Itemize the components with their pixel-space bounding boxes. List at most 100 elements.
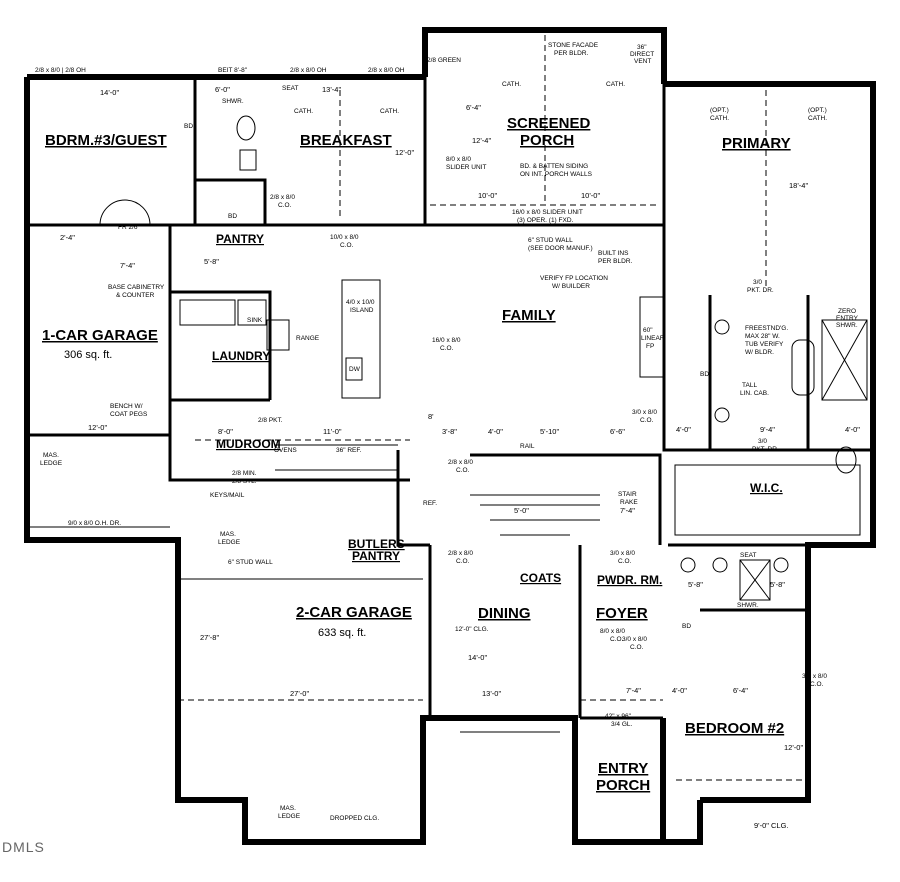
note-green: 2/8 GREEN [427,57,461,64]
room-pantry: PANTRY [216,232,264,246]
dim-5-0: 5'-0" [514,506,529,515]
note-co-310-foyer-1: 3/0 x 8/0 [622,636,647,643]
exterior-walls [24,27,876,845]
note-range: RANGE [296,335,320,342]
dim-4-0: 4'-0" [488,427,503,436]
note-direct-vent-2: DIRECT [630,51,654,58]
note-batten-2: ON INT. PORCH WALLS [520,171,593,178]
room-butlers-pantry-2: PANTRY [352,549,400,563]
note-stud6: 6" STUD WALL [228,559,273,566]
dim-10-0b: 10'-0" [581,191,600,200]
toilet [236,115,256,141]
note-mas-ledge-left-2: LEDGE [40,460,63,467]
range [266,319,290,351]
interior-walls [27,77,873,720]
note-dropped-clg: DROPPED CLG. [330,815,379,822]
note-base-cab-2: & COUNTER [116,292,155,299]
note-min-stl-1: 2/8 MIN. [232,470,257,477]
dim-27-8: 27'-8" [200,633,219,642]
room-entry-porch-1: ENTRY [598,760,648,777]
note-verify-fp-2: W/ BUILDER [552,283,590,290]
toilet [835,446,857,474]
note-ohdr-small: 9/0 x 8/0 O.H. DR. [68,520,121,527]
note-slider3-2: (3) OPER. (1) FXD. [517,217,574,224]
note-zero-entry-3: SHWR. [836,322,858,329]
note-min-stl-2: 2/8 STL. [232,478,257,485]
sink-bowl [712,557,728,573]
room-screened-porch-2: PORCH [520,132,574,149]
note-slider-1: 8/0 x 8/0 [446,156,471,163]
note-mas-ledge-bot-2: LEDGE [278,813,301,820]
note-co-1010-2: C.O. [340,242,354,249]
room-bedroom2: BEDROOM #2 [685,720,784,737]
note-seat-bath: SEAT [740,552,757,559]
dim-5-8c: 5'-8" [770,580,785,589]
sink-bowl [680,557,696,573]
sink-bowl [773,557,789,573]
dim-27-0: 27'-0" [290,689,309,698]
note-verify-fp-1: VERIFY FP LOCATION [540,275,608,282]
note-direct-vent-1: 36" [637,44,647,51]
dim-13-0: 13'-0" [482,689,501,698]
freestanding-tub [791,339,815,396]
note-co-1010-1: 10/0 x 8/0 [330,234,359,241]
dim-6-4b: 6'-4" [733,686,748,695]
watermark: DMLS [2,839,45,855]
dim-2-4: 2'-4" [60,233,75,242]
dim-12-0b: 12'-0" [88,423,107,432]
dim-8-0: 8'-0" [218,427,233,436]
ceiling-lines [178,35,808,781]
note-top-ohdr-mid1: BEIT 8'-8" [218,67,248,74]
dim-12-4: 12'-4" [472,136,491,145]
room-bdrm3: BDRM.#3/GUEST [45,132,167,149]
two-car-garage-area: 633 sq. ft. [318,627,366,639]
room-foyer: FOYER [596,605,648,622]
note-bd-3: BD [700,371,709,378]
room-one-car-garage: 1-CAR GARAGE [42,327,158,344]
note-co-310-bed-2: C.O. [810,681,824,688]
note-foyer-co-2: C.O. [610,636,624,643]
dim-9-0-clg: 9'-0" CLG. [754,821,789,830]
room-wic: W.I.C. [750,481,783,495]
note-rail: RAIL [520,443,535,450]
dim-7-4b: 7'-4" [620,506,635,515]
room-mudroom: MUDROOM [216,437,281,451]
note-ref: REF. [423,500,437,507]
dim-13-4: 13'-4" [322,85,341,94]
note-linear-fp-1: 60" [643,327,653,334]
note-bench-2: COAT PEGS [110,411,148,418]
note-co-28-1: 2/8 x 8/0 [270,194,295,201]
dim-8: 8' [428,412,434,421]
one-car-garage-area: 306 sq. ft. [64,349,112,361]
note-co-310-fam-2: C.O. [640,417,654,424]
dim-12-0c: 12'-0" [784,743,803,752]
note-co-310-foyer-2: C.O. [630,644,644,651]
room-butlers-pantry-1: BUTLERS [348,537,405,551]
dim-6-0: 6'-0" [215,85,230,94]
note-bench-1: BENCH W/ [110,403,143,410]
room-dining: DINING [478,605,531,622]
note-bd-1: BD [184,123,193,130]
room-primary: PRIMARY [722,135,791,152]
note-co-28-din-1: 2/8 x 8/0 [448,550,473,557]
zero-entry-shower [821,319,868,401]
note-family-co-2: C.O. [440,345,454,352]
note-sink: SINK [247,317,263,324]
note-direct-vent-3: VENT [634,58,651,65]
note-co-310-fam-1: 3/0 x 8/0 [632,409,657,416]
note-shwr-top: SHWR. [222,98,244,105]
note-foyer-co-1: 8/0 x 8/0 [600,628,625,635]
note-island-2: ISLAND [350,307,374,314]
note-cath-4: CATH. [606,81,625,88]
note-ref36: 36" REF. [336,447,362,454]
note-stair-rake-2: RAKE [620,499,638,506]
note-opt-cath-left-2: CATH. [710,115,729,122]
note-mas-ledge-left-1: MAS. [43,452,59,459]
note-linear-fp-3: FP [646,343,654,350]
note-top-ohdr-mid2: 2/8 x 8/0 OH [290,67,327,74]
note-slider3-1: 16/0 x 8/0 SLIDER UNIT [512,209,583,216]
note-co-310-pwdr-2: C.O. [618,558,632,565]
note-cath-1: CATH. [294,108,313,115]
